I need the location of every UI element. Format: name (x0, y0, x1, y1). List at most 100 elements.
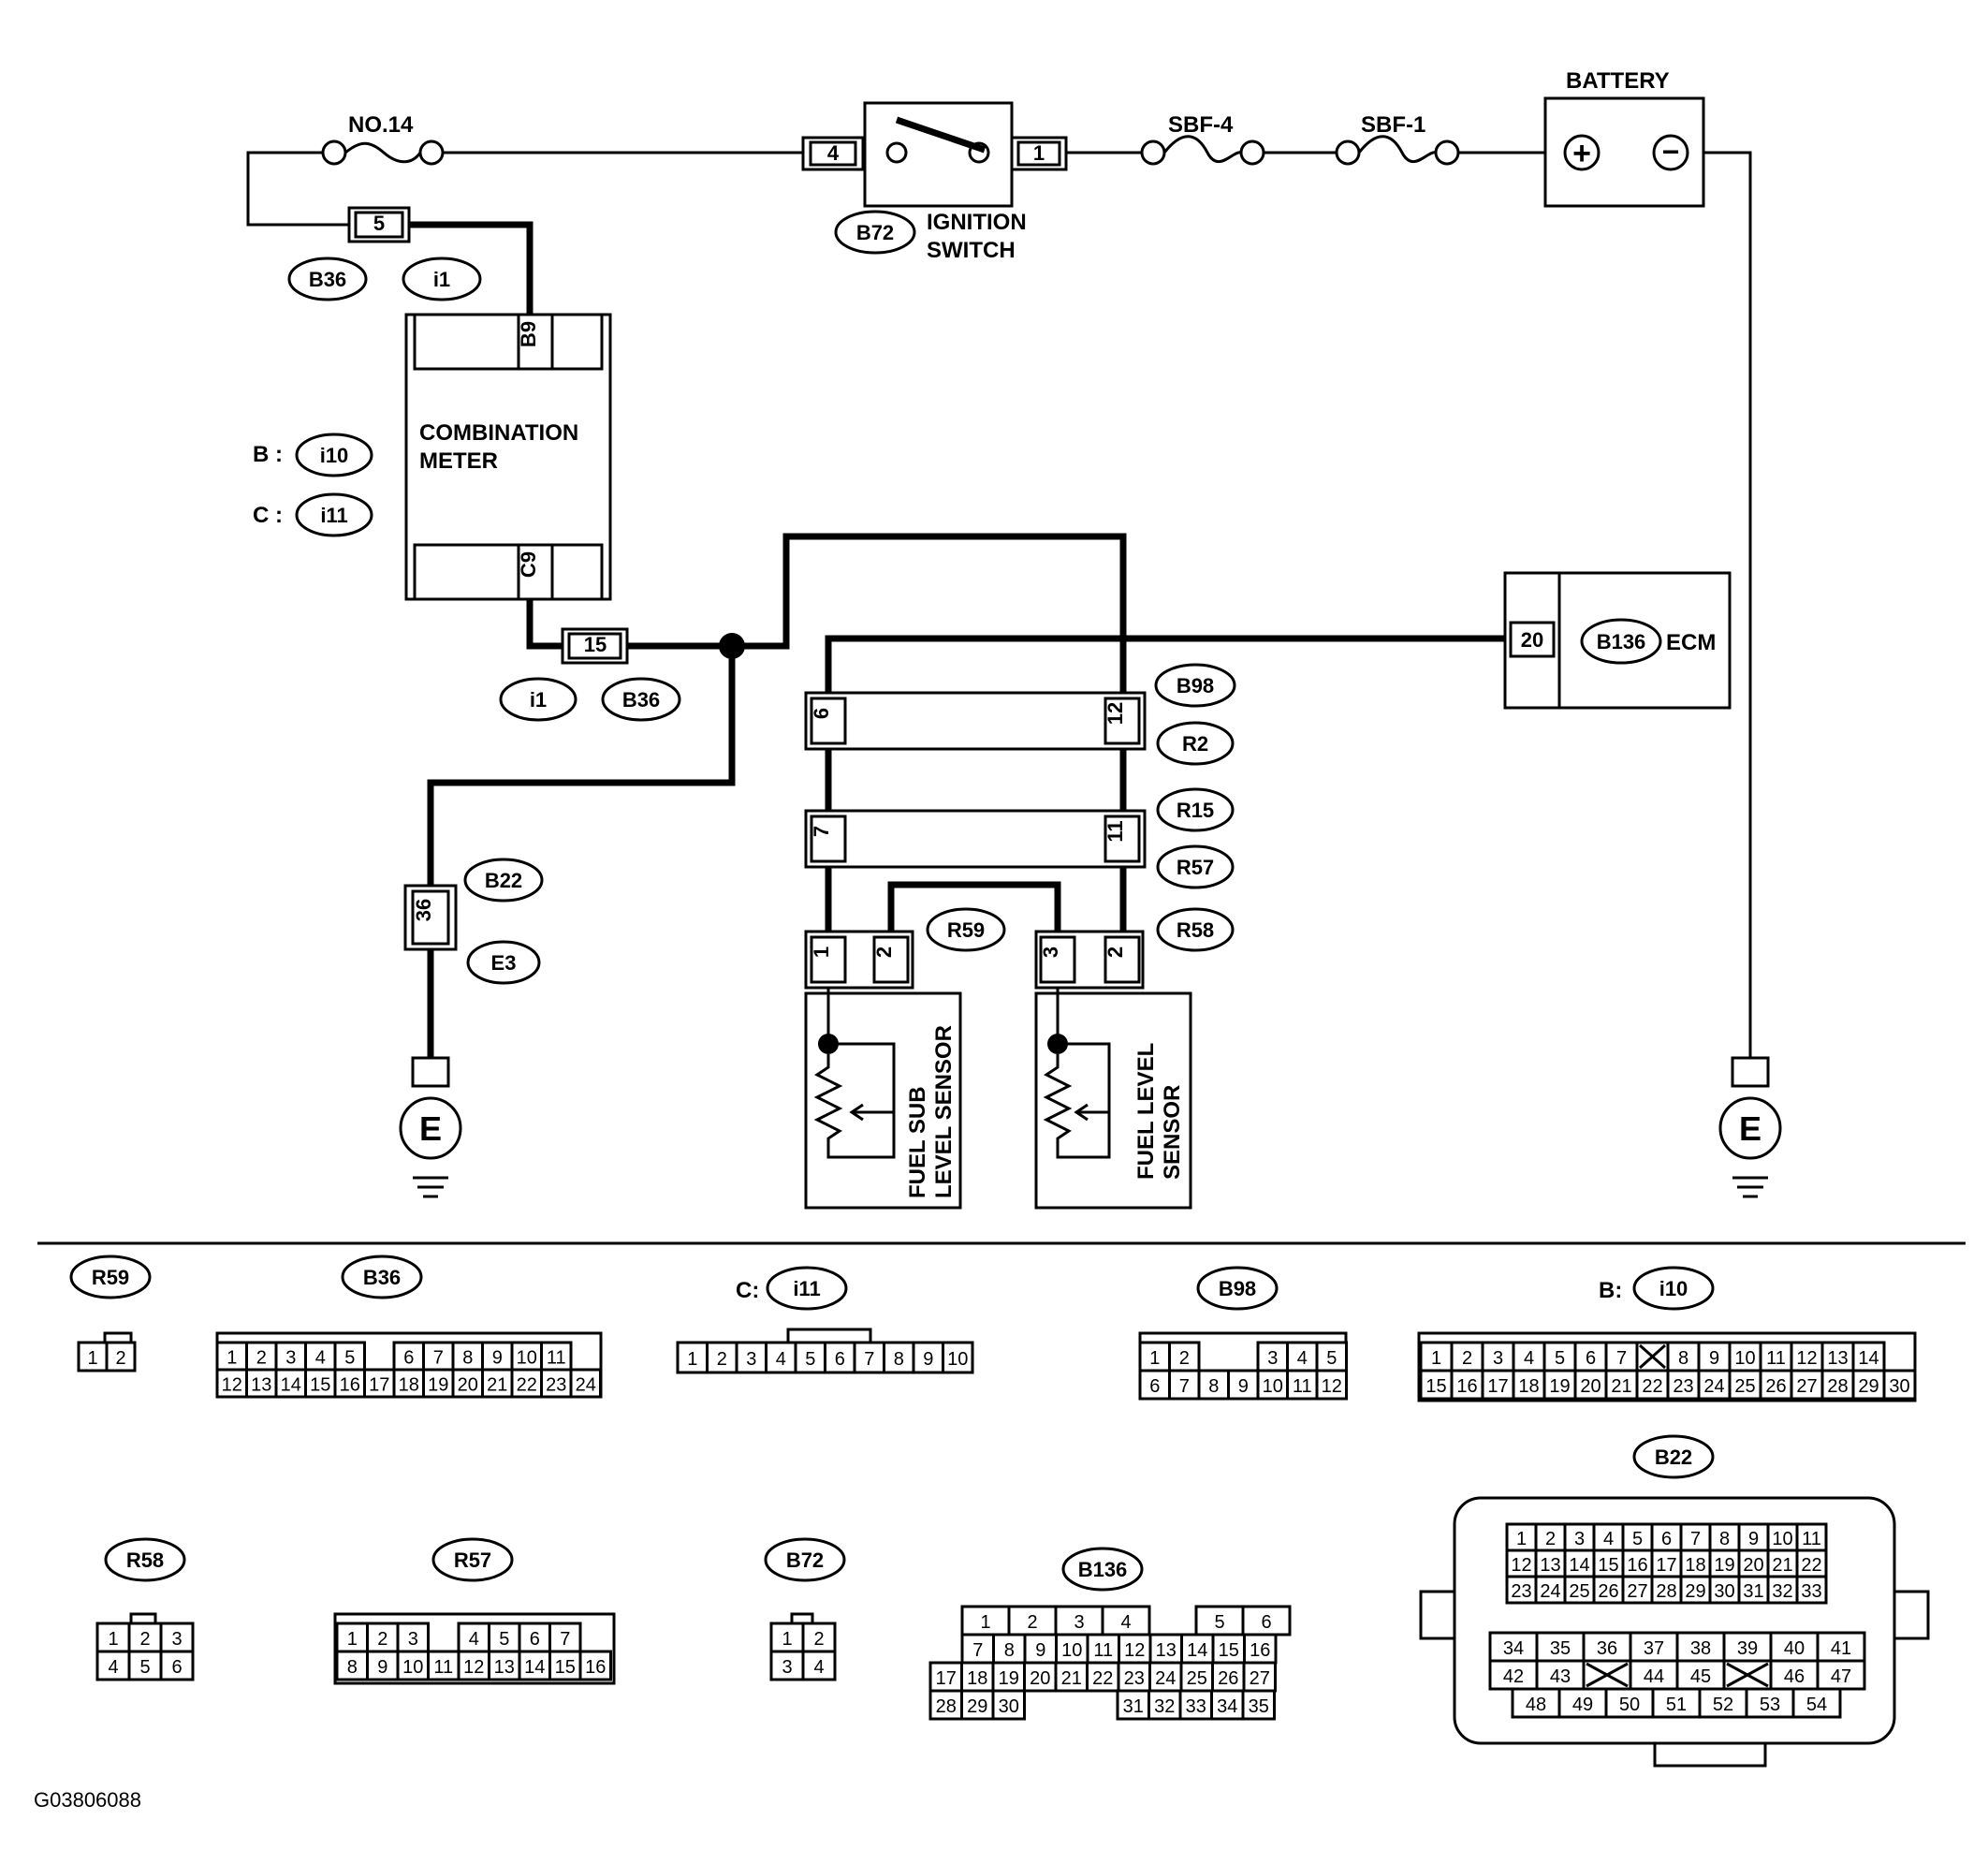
pin-cell: 19 (422, 1368, 455, 1399)
ground-left-icon (399, 1056, 462, 1198)
pin-number: 12 (1124, 1640, 1145, 1661)
pin-number: 9 (492, 1348, 503, 1369)
connector-b98-r2 (804, 691, 1147, 751)
pin-cell: 18 (1679, 1548, 1712, 1578)
pin-cell: 1 (960, 1605, 1011, 1637)
pin-cell: 16 (1243, 1633, 1278, 1665)
wire-meter-to-junction (526, 599, 732, 650)
pin-cell: 17 (1481, 1369, 1515, 1401)
pin-number: 3 (285, 1348, 296, 1369)
legend-b22-tag-id: B22 (1655, 1446, 1692, 1469)
pin-cell: 10 (1055, 1633, 1089, 1665)
pin-cell: 8 (335, 1650, 369, 1681)
pin-cell: 16 (1450, 1369, 1484, 1401)
pin-number: 15 (1219, 1640, 1239, 1661)
b36-pin15-inner (567, 632, 622, 660)
pin-cell: 42 (1488, 1659, 1539, 1691)
pin-cell: 5 (1194, 1605, 1245, 1637)
pin-number: 5 (139, 1657, 150, 1678)
pin-number: 8 (1004, 1640, 1015, 1661)
pin-number: 6 (1661, 1529, 1672, 1549)
pin-number: 31 (1743, 1581, 1763, 1602)
battery-minus-sign: − (1662, 135, 1680, 169)
pin-cell: 31 (1737, 1575, 1770, 1605)
connector-r58-tag (1156, 907, 1235, 952)
pin-number: 7 (433, 1348, 444, 1369)
pin-number: 50 (1619, 1695, 1640, 1715)
b36-pin15: 15 (584, 633, 607, 656)
r59-pin2: 2 (872, 947, 896, 958)
pin-cell: 5 (488, 1622, 521, 1653)
pin-number: 8 (1678, 1348, 1688, 1369)
legend-b136-tag-id: B136 (1078, 1558, 1128, 1581)
pin-number: 18 (1518, 1376, 1539, 1397)
pin-number: 26 (1765, 1376, 1786, 1397)
pin-cell: 13 (245, 1368, 278, 1399)
meter-pin-c9: C9 (517, 551, 540, 578)
pin-cell: 1 (215, 1341, 248, 1372)
pin-cell: 10 (1728, 1341, 1762, 1372)
pin-cell: 35 (1535, 1631, 1586, 1663)
pin-number: 35 (1249, 1696, 1269, 1717)
pin-cell: 40 (1769, 1631, 1820, 1663)
pin-number: 22 (517, 1375, 537, 1396)
pin-cell: 3 (735, 1341, 767, 1374)
pin-cell: 2 (706, 1341, 738, 1374)
pin-cell: 27 (1790, 1369, 1824, 1401)
pin-cell: 45 (1675, 1659, 1726, 1691)
pin-number: 3 (1574, 1529, 1585, 1549)
pin-number: 6 (1261, 1612, 1271, 1633)
pin-cell: 4 (765, 1341, 797, 1374)
legend-i10-prefix: B: (1599, 1278, 1622, 1303)
pin-number: 18 (1685, 1555, 1705, 1576)
pin-number: 12 (1796, 1348, 1817, 1369)
pin-cell: 50 (1604, 1687, 1655, 1719)
pin-cell: 26 (1211, 1661, 1246, 1693)
pin-number: 13 (1156, 1640, 1177, 1661)
pin-cell: 24 (1148, 1661, 1183, 1693)
legend-b72-tag: B72 (764, 1537, 846, 1582)
pin-number: 4 (1297, 1348, 1308, 1369)
pin-cell: 23 (1666, 1369, 1701, 1401)
pin-cell: 7 (960, 1633, 995, 1665)
pin-cell: 1 (77, 1341, 109, 1372)
pin-cell: 11 (1286, 1369, 1319, 1401)
pin-cell: 24 (1697, 1369, 1732, 1401)
pin-cell: 16 (578, 1650, 612, 1681)
pin-cell: 44 (1629, 1659, 1679, 1691)
pin-cell: 9 (481, 1341, 514, 1372)
pin-number: 7 (1179, 1376, 1190, 1397)
pin-number: 9 (1238, 1376, 1249, 1397)
pin-cell: 5 (1315, 1341, 1348, 1372)
pin-cell: 22 (1086, 1661, 1120, 1693)
pin-number: 11 (1293, 1376, 1312, 1397)
pin-cell: 6 (392, 1341, 425, 1372)
pin-number: 1 (227, 1348, 237, 1369)
connector-b98-id: B98 (1177, 674, 1214, 697)
pin-number: 7 (864, 1349, 874, 1370)
pin-cell: 1 (1419, 1341, 1454, 1372)
pin-number: 12 (222, 1375, 242, 1396)
pin-number: 1 (108, 1629, 118, 1650)
pin-number: 3 (1074, 1612, 1084, 1633)
pin-number: 1 (1149, 1348, 1160, 1369)
pin-cell: 6 (518, 1622, 551, 1653)
pin-cell: 2 (127, 1622, 163, 1653)
pin-number: 18 (967, 1668, 987, 1689)
pin-number: 10 (1734, 1348, 1755, 1369)
pin-cell: 2 (1534, 1522, 1567, 1552)
legend-r59-tag: R59 (69, 1255, 152, 1299)
wire-ecm-to-b98-6 (825, 635, 1505, 693)
pin-cell: 17 (928, 1661, 963, 1693)
pin-cell: 27 (1242, 1661, 1277, 1693)
pin-cell: 27 (1621, 1575, 1654, 1605)
r15-pin11-cell (1104, 815, 1141, 863)
pin-cell: 3 (274, 1341, 307, 1372)
pin-cell: 24 (569, 1368, 602, 1399)
fuel-level-sensor (1034, 991, 1192, 1210)
pin-number: 33 (1801, 1581, 1821, 1602)
pin-cell: 2 (801, 1622, 837, 1653)
legend-b98-tag-id: B98 (1219, 1277, 1256, 1300)
